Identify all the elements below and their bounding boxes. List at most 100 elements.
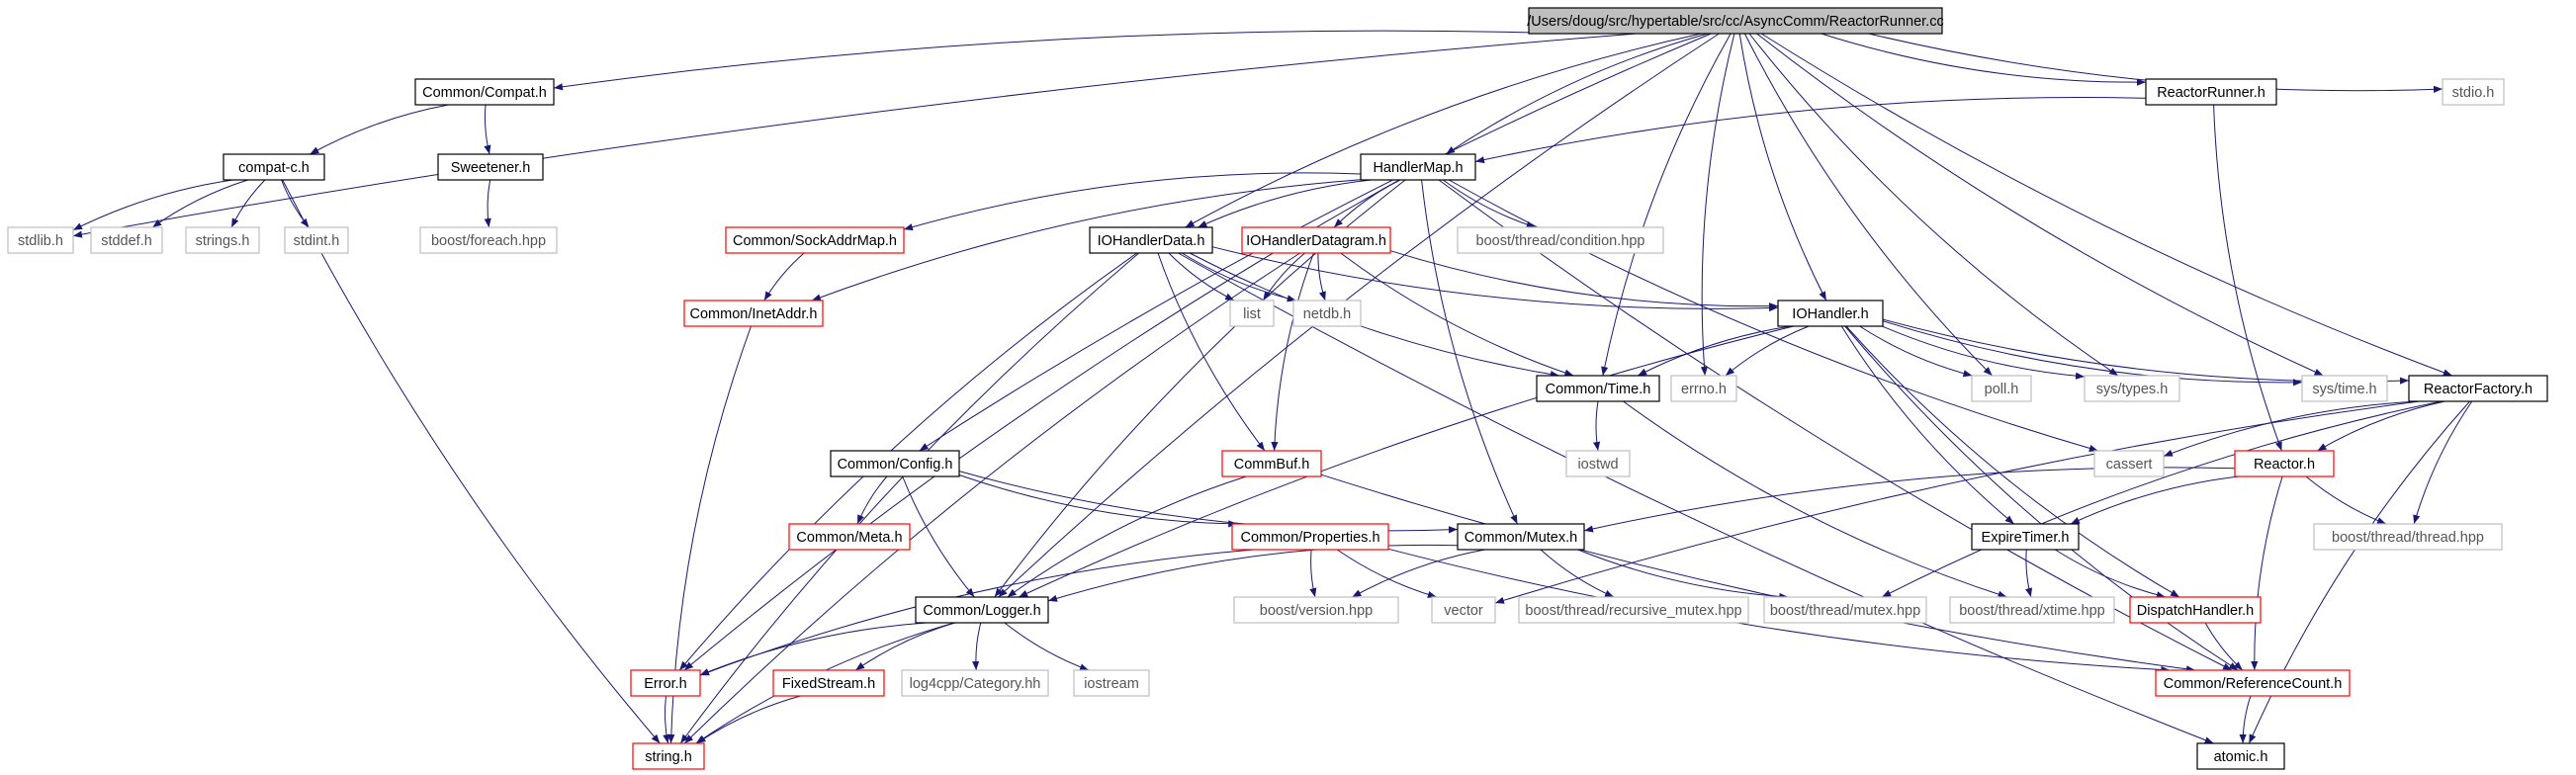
node-label: stdint.h bbox=[294, 233, 340, 249]
edge-sweetener-to-foreach bbox=[484, 179, 491, 228]
node-box bbox=[284, 226, 349, 254]
node-properties[interactable]: Common/Properties.h bbox=[1231, 523, 1389, 551]
node-netdb[interactable]: netdb.h bbox=[1292, 300, 1362, 327]
node-expiretimer[interactable]: ExpireTimer.h bbox=[1971, 523, 2080, 551]
edge-iohandlerdatagram-to-list bbox=[1262, 252, 1305, 301]
nodes-layer: /Users/doug/src/hypertable/src/cc/AsyncC… bbox=[7, 7, 2548, 770]
node-mutexhpp[interactable]: boost/thread/mutex.hpp bbox=[1763, 596, 1927, 624]
node-box bbox=[7, 226, 74, 254]
node-reactorfactory[interactable]: ReactorFactory.h bbox=[2408, 375, 2548, 402]
edge-handlermap-to-condition bbox=[1443, 179, 1536, 228]
node-xtime[interactable]: boost/thread/xtime.hpp bbox=[1949, 596, 2115, 624]
edge-logger-to-iostream bbox=[1004, 622, 1090, 671]
node-dispatch[interactable]: DispatchHandler.h bbox=[2129, 596, 2262, 624]
node-box bbox=[683, 300, 824, 327]
node-compatc[interactable]: compat-c.h bbox=[222, 153, 325, 181]
edge-iohandlerdatagram-to-iohandler bbox=[1389, 250, 1779, 310]
edge-reactorfactory-to-mutexhpp bbox=[1881, 400, 2443, 598]
node-box bbox=[222, 153, 325, 181]
edge-iohandlerdatagram-to-commbuf bbox=[1271, 252, 1314, 452]
node-iohandler[interactable]: IOHandler.h bbox=[1777, 300, 1884, 327]
edge-mutex-to-recmutex bbox=[1540, 549, 1615, 598]
edge-compatc-to-stddef bbox=[151, 179, 248, 228]
edge-time-to-iostwd bbox=[1593, 400, 1601, 452]
node-label: stdlib.h bbox=[18, 233, 63, 249]
node-label: atomic.h bbox=[2214, 749, 2268, 765]
node-strings[interactable]: strings.h bbox=[185, 226, 260, 254]
node-iohandlerdatagram[interactable]: IOHandlerDatagram.h bbox=[1241, 226, 1391, 254]
node-label: boost/thread/condition.hpp bbox=[1476, 233, 1645, 249]
node-box bbox=[2196, 742, 2285, 770]
node-label: log4cpp/Category.hh bbox=[910, 676, 1041, 692]
node-recmutex[interactable]: boost/thread/recursive_mutex.hpp bbox=[1518, 596, 1749, 624]
edge-root-to-handlermap bbox=[1445, 33, 1708, 155]
node-string[interactable]: string.h bbox=[632, 742, 705, 770]
edge-iohandler-to-reactorfactory bbox=[1882, 318, 2410, 385]
node-stdint[interactable]: stdint.h bbox=[284, 226, 349, 254]
node-threadhpp[interactable]: boost/thread/thread.hpp bbox=[2313, 523, 2503, 551]
node-config[interactable]: Common/Config.h bbox=[830, 450, 960, 477]
node-reactorrunner[interactable]: ReactorRunner.h bbox=[2145, 78, 2277, 106]
node-fixedstream[interactable]: FixedStream.h bbox=[772, 669, 885, 697]
node-label: compat-c.h bbox=[238, 160, 310, 176]
node-cassert[interactable]: cassert bbox=[2093, 450, 2165, 477]
node-error[interactable]: Error.h bbox=[630, 669, 701, 697]
node-label: boost/thread/xtime.hpp bbox=[1959, 603, 2105, 619]
node-sweetener[interactable]: Sweetener.h bbox=[437, 153, 544, 181]
edge-handlermap-to-iohandlerdatagram bbox=[1333, 179, 1401, 228]
node-condition[interactable]: boost/thread/condition.hpp bbox=[1457, 226, 1664, 254]
edge-iohandler-to-refcount bbox=[1844, 325, 2239, 671]
node-time[interactable]: Common/Time.h bbox=[1536, 375, 1660, 402]
node-errno[interactable]: errno.h bbox=[1670, 375, 1737, 402]
node-log4cpp[interactable]: log4cpp/Category.hh bbox=[901, 669, 1049, 697]
node-foreach[interactable]: boost/foreach.hpp bbox=[419, 226, 558, 254]
node-box bbox=[1231, 523, 1389, 551]
node-commbuf[interactable]: CommBuf.h bbox=[1221, 450, 1322, 477]
node-stddef[interactable]: stddef.h bbox=[90, 226, 163, 254]
node-refcount[interactable]: Common/ReferenceCount.h bbox=[2155, 669, 2351, 697]
node-systypes[interactable]: sys/types.h bbox=[2084, 375, 2180, 402]
node-poll[interactable]: poll.h bbox=[1971, 375, 2032, 402]
edge-reactorfactory-to-cassert bbox=[2163, 400, 2419, 457]
edge-iohandlerdata-to-list bbox=[1168, 252, 1235, 301]
node-stdio[interactable]: stdio.h bbox=[2442, 78, 2505, 106]
edge-iohandlerdata-to-string bbox=[679, 252, 1140, 744]
node-list[interactable]: list bbox=[1229, 300, 1275, 327]
edge-expiretimer-to-xtime bbox=[2025, 549, 2033, 598]
node-label: Common/InetAddr.h bbox=[690, 306, 818, 322]
node-box bbox=[2155, 669, 2351, 697]
edge-properties-to-error bbox=[699, 549, 1254, 676]
node-label: /Users/doug/src/hypertable/src/cc/AsyncC… bbox=[1527, 14, 1943, 30]
node-compat[interactable]: Common/Compat.h bbox=[414, 78, 555, 106]
node-sockaddrmap[interactable]: Common/SockAddrMap.h bbox=[725, 226, 905, 254]
edge-properties-to-refcount bbox=[1387, 548, 2171, 674]
node-box bbox=[419, 226, 558, 254]
node-handlermap[interactable]: HandlerMap.h bbox=[1360, 153, 1476, 181]
node-box bbox=[2084, 375, 2180, 402]
node-vector[interactable]: vector bbox=[1431, 596, 1496, 624]
edge-root-to-config bbox=[919, 33, 1712, 452]
node-reactor[interactable]: Reactor.h bbox=[2234, 450, 2335, 477]
node-box bbox=[1457, 226, 1664, 254]
node-iostwd[interactable]: iostwd bbox=[1565, 450, 1631, 477]
node-label: sys/types.h bbox=[2096, 382, 2169, 397]
node-atomic[interactable]: atomic.h bbox=[2196, 742, 2285, 770]
node-label: ReactorRunner.h bbox=[2157, 85, 2265, 101]
node-iohandlerdata[interactable]: IOHandlerData.h bbox=[1089, 226, 1213, 254]
node-inetaddr[interactable]: Common/InetAddr.h bbox=[683, 300, 824, 327]
node-meta[interactable]: Common/Meta.h bbox=[788, 523, 911, 551]
edge-commbuf-to-logger bbox=[1007, 475, 1247, 598]
node-logger[interactable]: Common/Logger.h bbox=[915, 596, 1049, 624]
node-systime[interactable]: sys/time.h bbox=[2301, 375, 2388, 402]
node-iostream[interactable]: iostream bbox=[1073, 669, 1150, 697]
node-mutex[interactable]: Common/Mutex.h bbox=[1457, 523, 1585, 551]
node-version[interactable]: boost/version.hpp bbox=[1233, 596, 1399, 624]
edge-logger-to-log4cpp bbox=[972, 622, 982, 671]
node-stdlib[interactable]: stdlib.h bbox=[7, 226, 74, 254]
node-root[interactable]: /Users/doug/src/hypertable/src/cc/AsyncC… bbox=[1527, 7, 1944, 35]
node-box bbox=[1971, 523, 2080, 551]
edge-mutex-to-logger bbox=[1047, 544, 1459, 602]
node-box bbox=[1089, 226, 1213, 254]
edge-config-to-meta bbox=[856, 475, 888, 525]
